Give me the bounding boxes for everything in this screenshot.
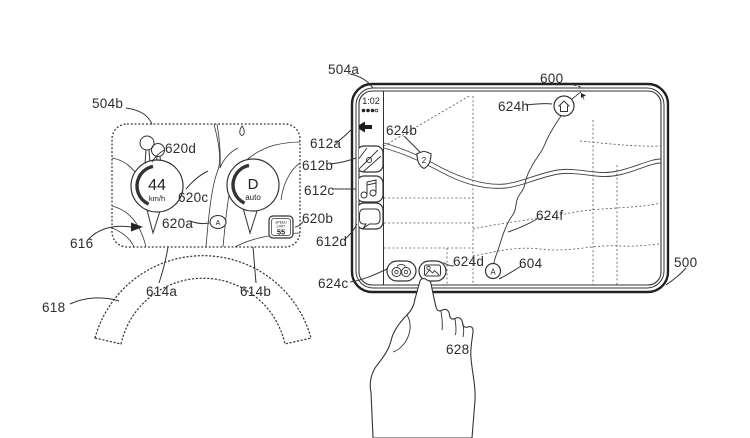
ref-label-messages-icon: 612d — [316, 234, 347, 249]
pointing-hand — [370, 279, 475, 438]
ref-label-cluster-display: 504b — [92, 96, 123, 111]
ref-label-steering-wheel: 618 — [42, 300, 65, 315]
binoculars-button[interactable] — [387, 261, 416, 281]
svg-text:A: A — [216, 220, 221, 227]
cluster-vehicle-marker: A — [210, 216, 226, 229]
speed-value: 44 — [148, 177, 166, 194]
ref-label-right-gauge: 614b — [240, 284, 271, 299]
gear-value: D — [248, 176, 259, 193]
status-time: 1:02 — [362, 96, 380, 106]
ref-label-left-gauge: 614a — [146, 284, 177, 299]
gear-mode: auto — [245, 193, 261, 202]
ref-label-destination-marker: 624h — [498, 99, 529, 114]
music-app-icon[interactable] — [357, 176, 383, 202]
ref-label-trees: 620d — [165, 141, 196, 156]
ref-label-display-pointer: 616 — [70, 236, 93, 251]
ref-label-binoculars-button: 624c — [318, 276, 348, 291]
ref-label-maps-icon: 612b — [302, 158, 333, 173]
speed-unit: km/h — [149, 194, 165, 203]
messages-app-icon[interactable] — [357, 203, 383, 229]
ref-label-route-road: 624f — [536, 208, 563, 223]
ref-label-back-arrow: 612a — [310, 136, 341, 151]
ref-label-road-fork: 620c — [178, 190, 208, 205]
ref-label-hand: 628 — [446, 342, 469, 357]
steering-wheel-rim — [95, 256, 311, 344]
ref-label-route-shield: 624b — [386, 123, 417, 138]
home-marker-icon[interactable] — [554, 96, 574, 116]
svg-text:55: 55 — [277, 228, 285, 237]
svg-text:A: A — [490, 268, 496, 277]
ref-label-music-icon: 612c — [304, 183, 334, 198]
ref-label-tablet-top: 600 — [540, 71, 563, 86]
ref-label-tablet-device: 500 — [674, 255, 697, 270]
ref-label-tablet-display: 504a — [328, 62, 359, 77]
speed-limit-sign: SPEED LIMIT 55 — [269, 216, 293, 238]
maps-app-icon[interactable] — [357, 146, 383, 172]
ref-label-touched-button: 624d — [453, 254, 484, 269]
tablet-screen — [359, 91, 661, 285]
svg-text:2: 2 — [422, 156, 427, 165]
ref-label-vehicle-marker: 620a — [162, 216, 193, 231]
scene-button[interactable] — [419, 261, 446, 281]
position-marker-icon: A — [486, 264, 501, 279]
ref-label-map: 604 — [519, 256, 542, 271]
ref-label-speed-limit: 620b — [302, 211, 333, 226]
